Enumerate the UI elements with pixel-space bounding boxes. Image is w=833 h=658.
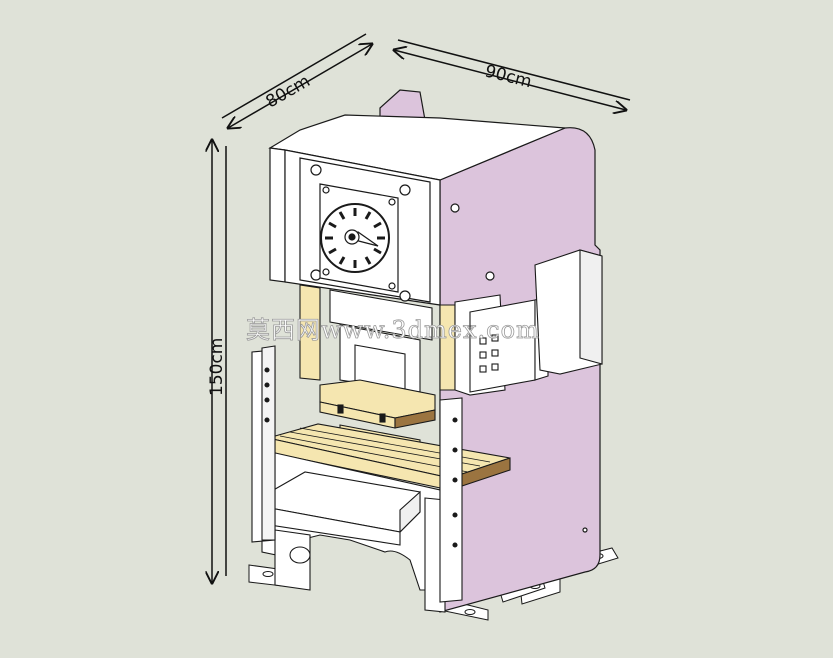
guard-rails bbox=[251, 345, 463, 603]
dial-ticks bbox=[325, 208, 385, 268]
width-arrow bbox=[394, 50, 626, 110]
watermark: 莫西网www.3dmex.com bbox=[246, 316, 540, 344]
height-dimension: 150cm bbox=[207, 140, 227, 583]
depth-dimension: 80cm bbox=[221, 33, 372, 128]
control-box bbox=[469, 295, 549, 393]
control-button bbox=[479, 337, 487, 345]
side-motor-box bbox=[534, 249, 603, 375]
height-label: 150cm bbox=[207, 338, 227, 396]
gauge-dial bbox=[319, 183, 399, 293]
frame-hole bbox=[450, 203, 460, 213]
depth-arrow bbox=[228, 44, 372, 128]
depth-label: 80cm bbox=[263, 71, 314, 112]
width-dimension: 90cm bbox=[394, 39, 631, 110]
width-label: 90cm bbox=[483, 61, 534, 92]
